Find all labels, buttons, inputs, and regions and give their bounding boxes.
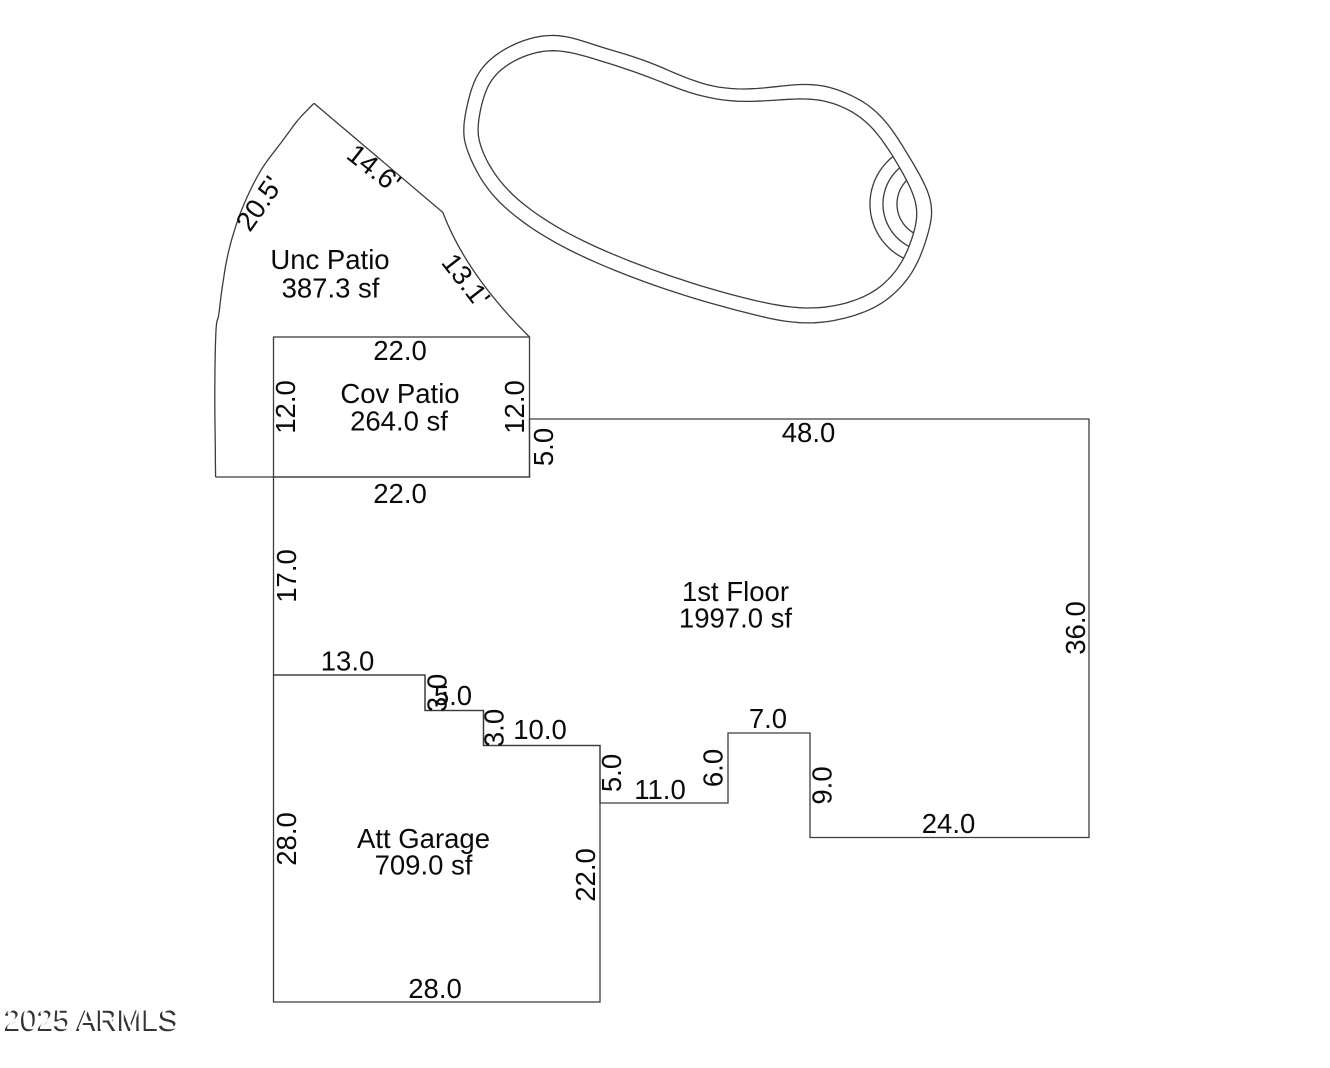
svg-text:22.0: 22.0: [373, 335, 427, 366]
svg-text:14.6': 14.6': [341, 138, 406, 199]
svg-text:13.0: 13.0: [321, 646, 375, 677]
svg-text:13.1': 13.1': [436, 247, 497, 312]
svg-text:22.0: 22.0: [373, 478, 427, 509]
svg-text:Cov Patio: Cov Patio: [340, 378, 459, 409]
svg-text:1997.0 sf: 1997.0 sf: [679, 603, 793, 634]
svg-text:6.0: 6.0: [698, 749, 729, 787]
svg-text:10.0: 10.0: [513, 714, 567, 745]
svg-text:7.0: 7.0: [749, 703, 787, 734]
svg-text:2025 ARMLS: 2025 ARMLS: [6, 1003, 180, 1036]
svg-text:3.0: 3.0: [422, 674, 453, 712]
svg-text:28.0: 28.0: [408, 973, 462, 1004]
svg-text:22.0: 22.0: [570, 848, 601, 902]
svg-text:28.0: 28.0: [271, 812, 302, 866]
svg-text:11.0: 11.0: [634, 774, 685, 805]
svg-text:264.0 sf: 264.0 sf: [350, 406, 448, 437]
svg-text:Att Garage: Att Garage: [357, 823, 490, 854]
svg-text:24.0: 24.0: [922, 808, 976, 839]
svg-text:36.0: 36.0: [1060, 601, 1091, 655]
svg-text:709.0 sf: 709.0 sf: [375, 850, 473, 881]
svg-text:5.0: 5.0: [596, 754, 627, 792]
svg-text:5.0: 5.0: [528, 428, 559, 466]
svg-text:12.0: 12.0: [499, 380, 530, 434]
svg-text:48.0: 48.0: [782, 417, 836, 448]
svg-text:17.0: 17.0: [271, 549, 302, 603]
svg-text:9.0: 9.0: [807, 766, 838, 804]
svg-text:5.0: 5.0: [434, 680, 472, 711]
svg-text:Unc Patio: Unc Patio: [270, 244, 389, 275]
svg-text:20.5': 20.5': [229, 171, 288, 237]
svg-text:387.3 sf: 387.3 sf: [282, 273, 380, 304]
svg-text:1st Floor: 1st Floor: [682, 576, 789, 607]
svg-text:12.0: 12.0: [270, 380, 301, 434]
svg-text:3.0: 3.0: [479, 709, 510, 747]
svg-text:2025 ARMLS: 2025 ARMLS: [4, 1005, 178, 1038]
